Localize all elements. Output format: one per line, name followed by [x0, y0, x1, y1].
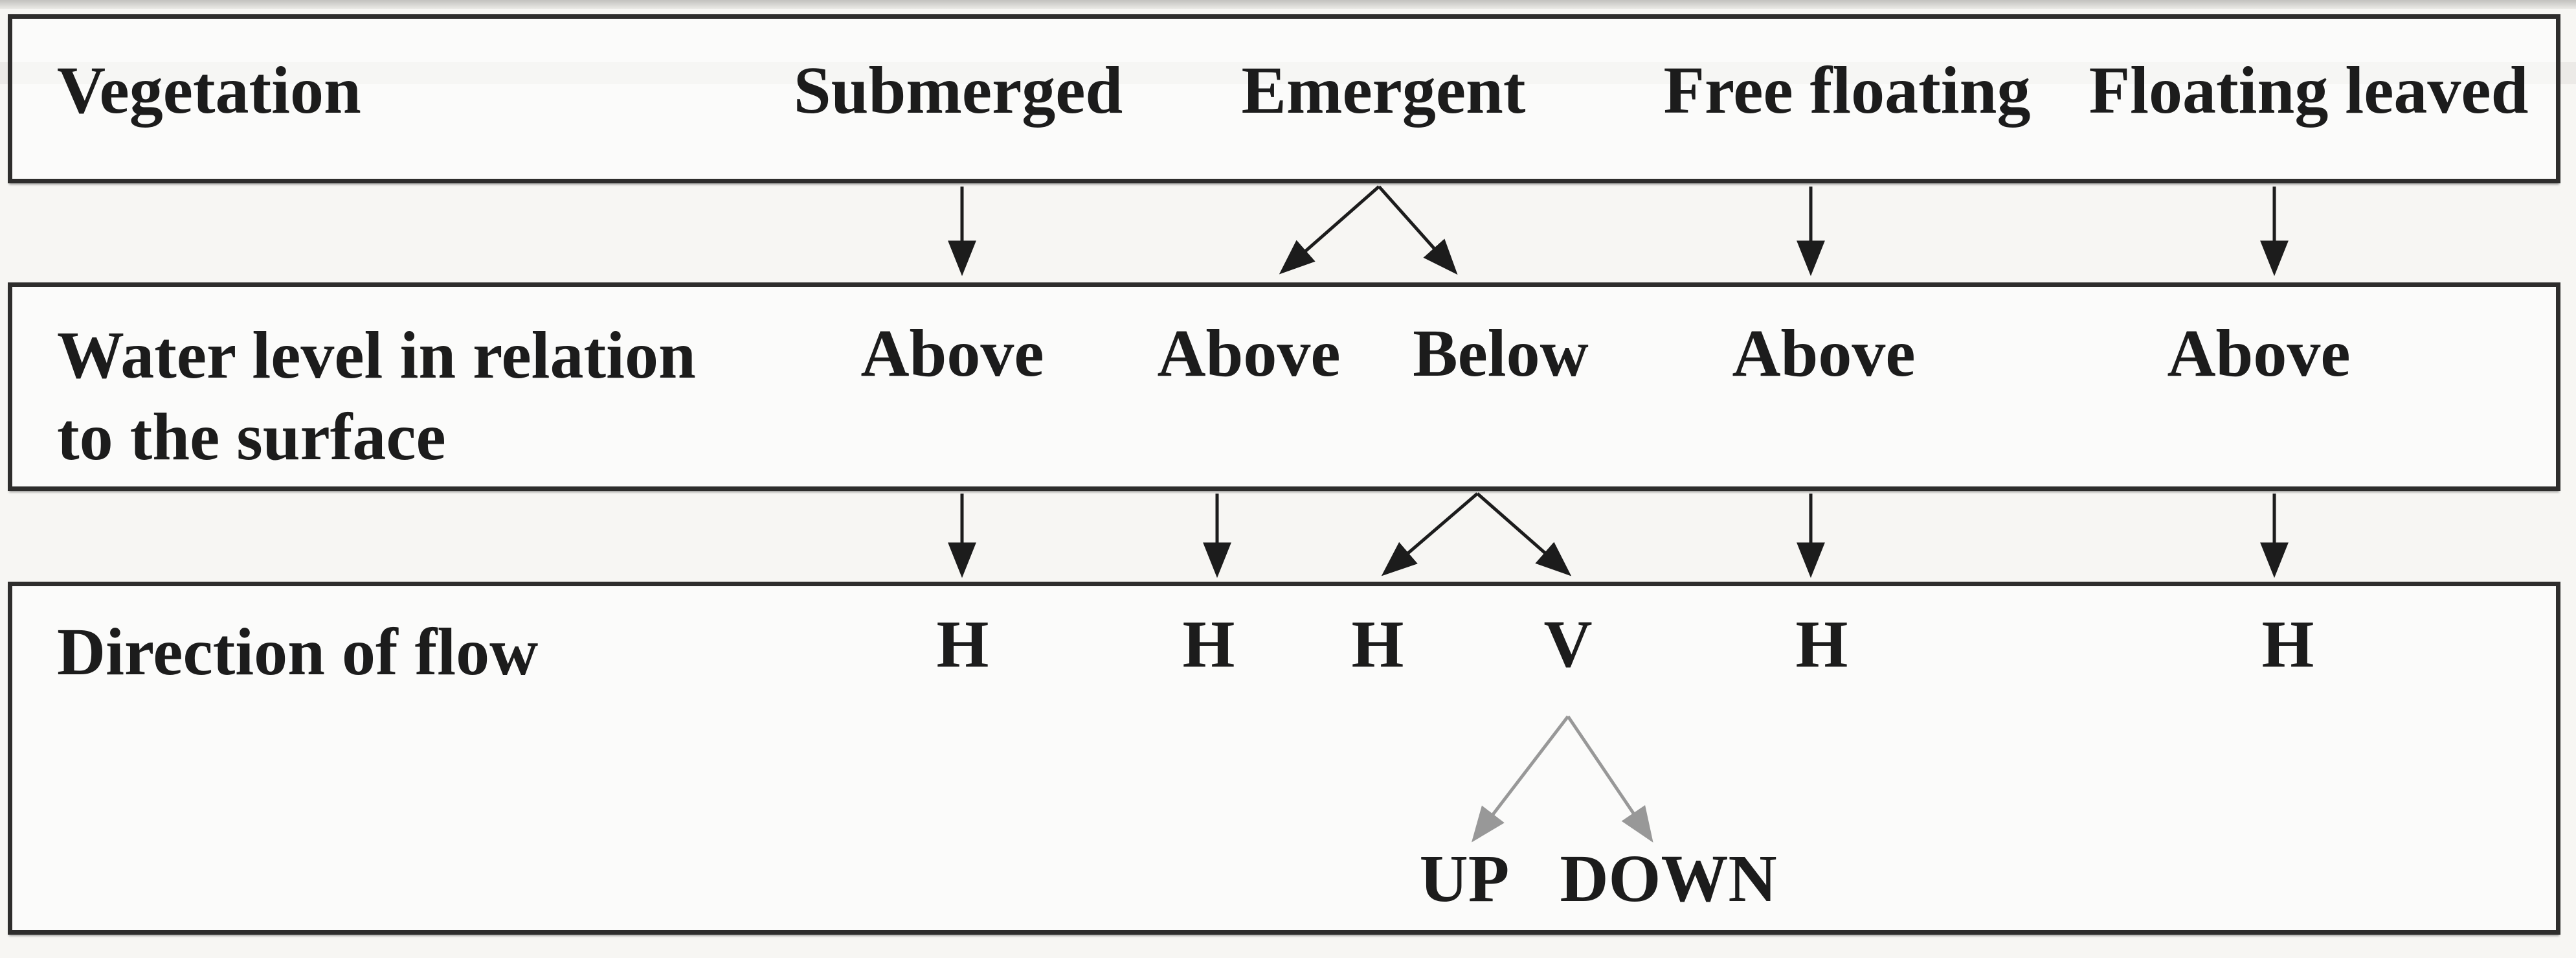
flow-direction-h-5: H — [2261, 607, 2314, 681]
vertical-flow-up: UP — [1419, 841, 1510, 916]
arrow-emergent-to-above — [1279, 185, 1380, 275]
scan-artifact-band — [0, 0, 2576, 9]
row-label-water-level-line1: Water level in relation — [57, 318, 696, 393]
vegetation-row-box — [8, 14, 2560, 183]
water-level-above-3: Above — [1732, 316, 1916, 391]
water-level-above-4: Above — [2167, 316, 2351, 391]
flow-direction-h-4: H — [1795, 607, 1848, 681]
vegetation-type-floating-leaved: Floating leaved — [2089, 53, 2529, 128]
vertical-flow-down: DOWN — [1560, 841, 1777, 916]
vegetation-type-free-floating: Free floating — [1663, 53, 2031, 128]
vegetation-type-emergent: Emergent — [1241, 53, 1526, 128]
direction-of-flow-row-box — [8, 582, 2560, 935]
water-level-above-1: Above — [860, 316, 1044, 391]
row-label-vegetation: Vegetation — [57, 53, 361, 128]
flow-direction-v: V — [1543, 607, 1593, 681]
arrow-below-to-v — [1476, 492, 1572, 576]
flow-direction-h-3: H — [1351, 607, 1404, 681]
row-label-direction-of-flow: Direction of flow — [57, 615, 539, 689]
flow-direction-h-1: H — [936, 607, 989, 681]
water-level-row-box — [8, 282, 2560, 491]
arrow-below-to-h — [1381, 492, 1479, 576]
row-label-water-level-line2: to the surface — [57, 400, 446, 474]
arrow-emergent-to-below — [1378, 185, 1458, 275]
flow-direction-h-2: H — [1182, 607, 1235, 681]
vegetation-type-submerged: Submerged — [793, 53, 1123, 128]
water-level-above-2: Above — [1157, 316, 1341, 391]
water-level-below: Below — [1413, 316, 1589, 391]
